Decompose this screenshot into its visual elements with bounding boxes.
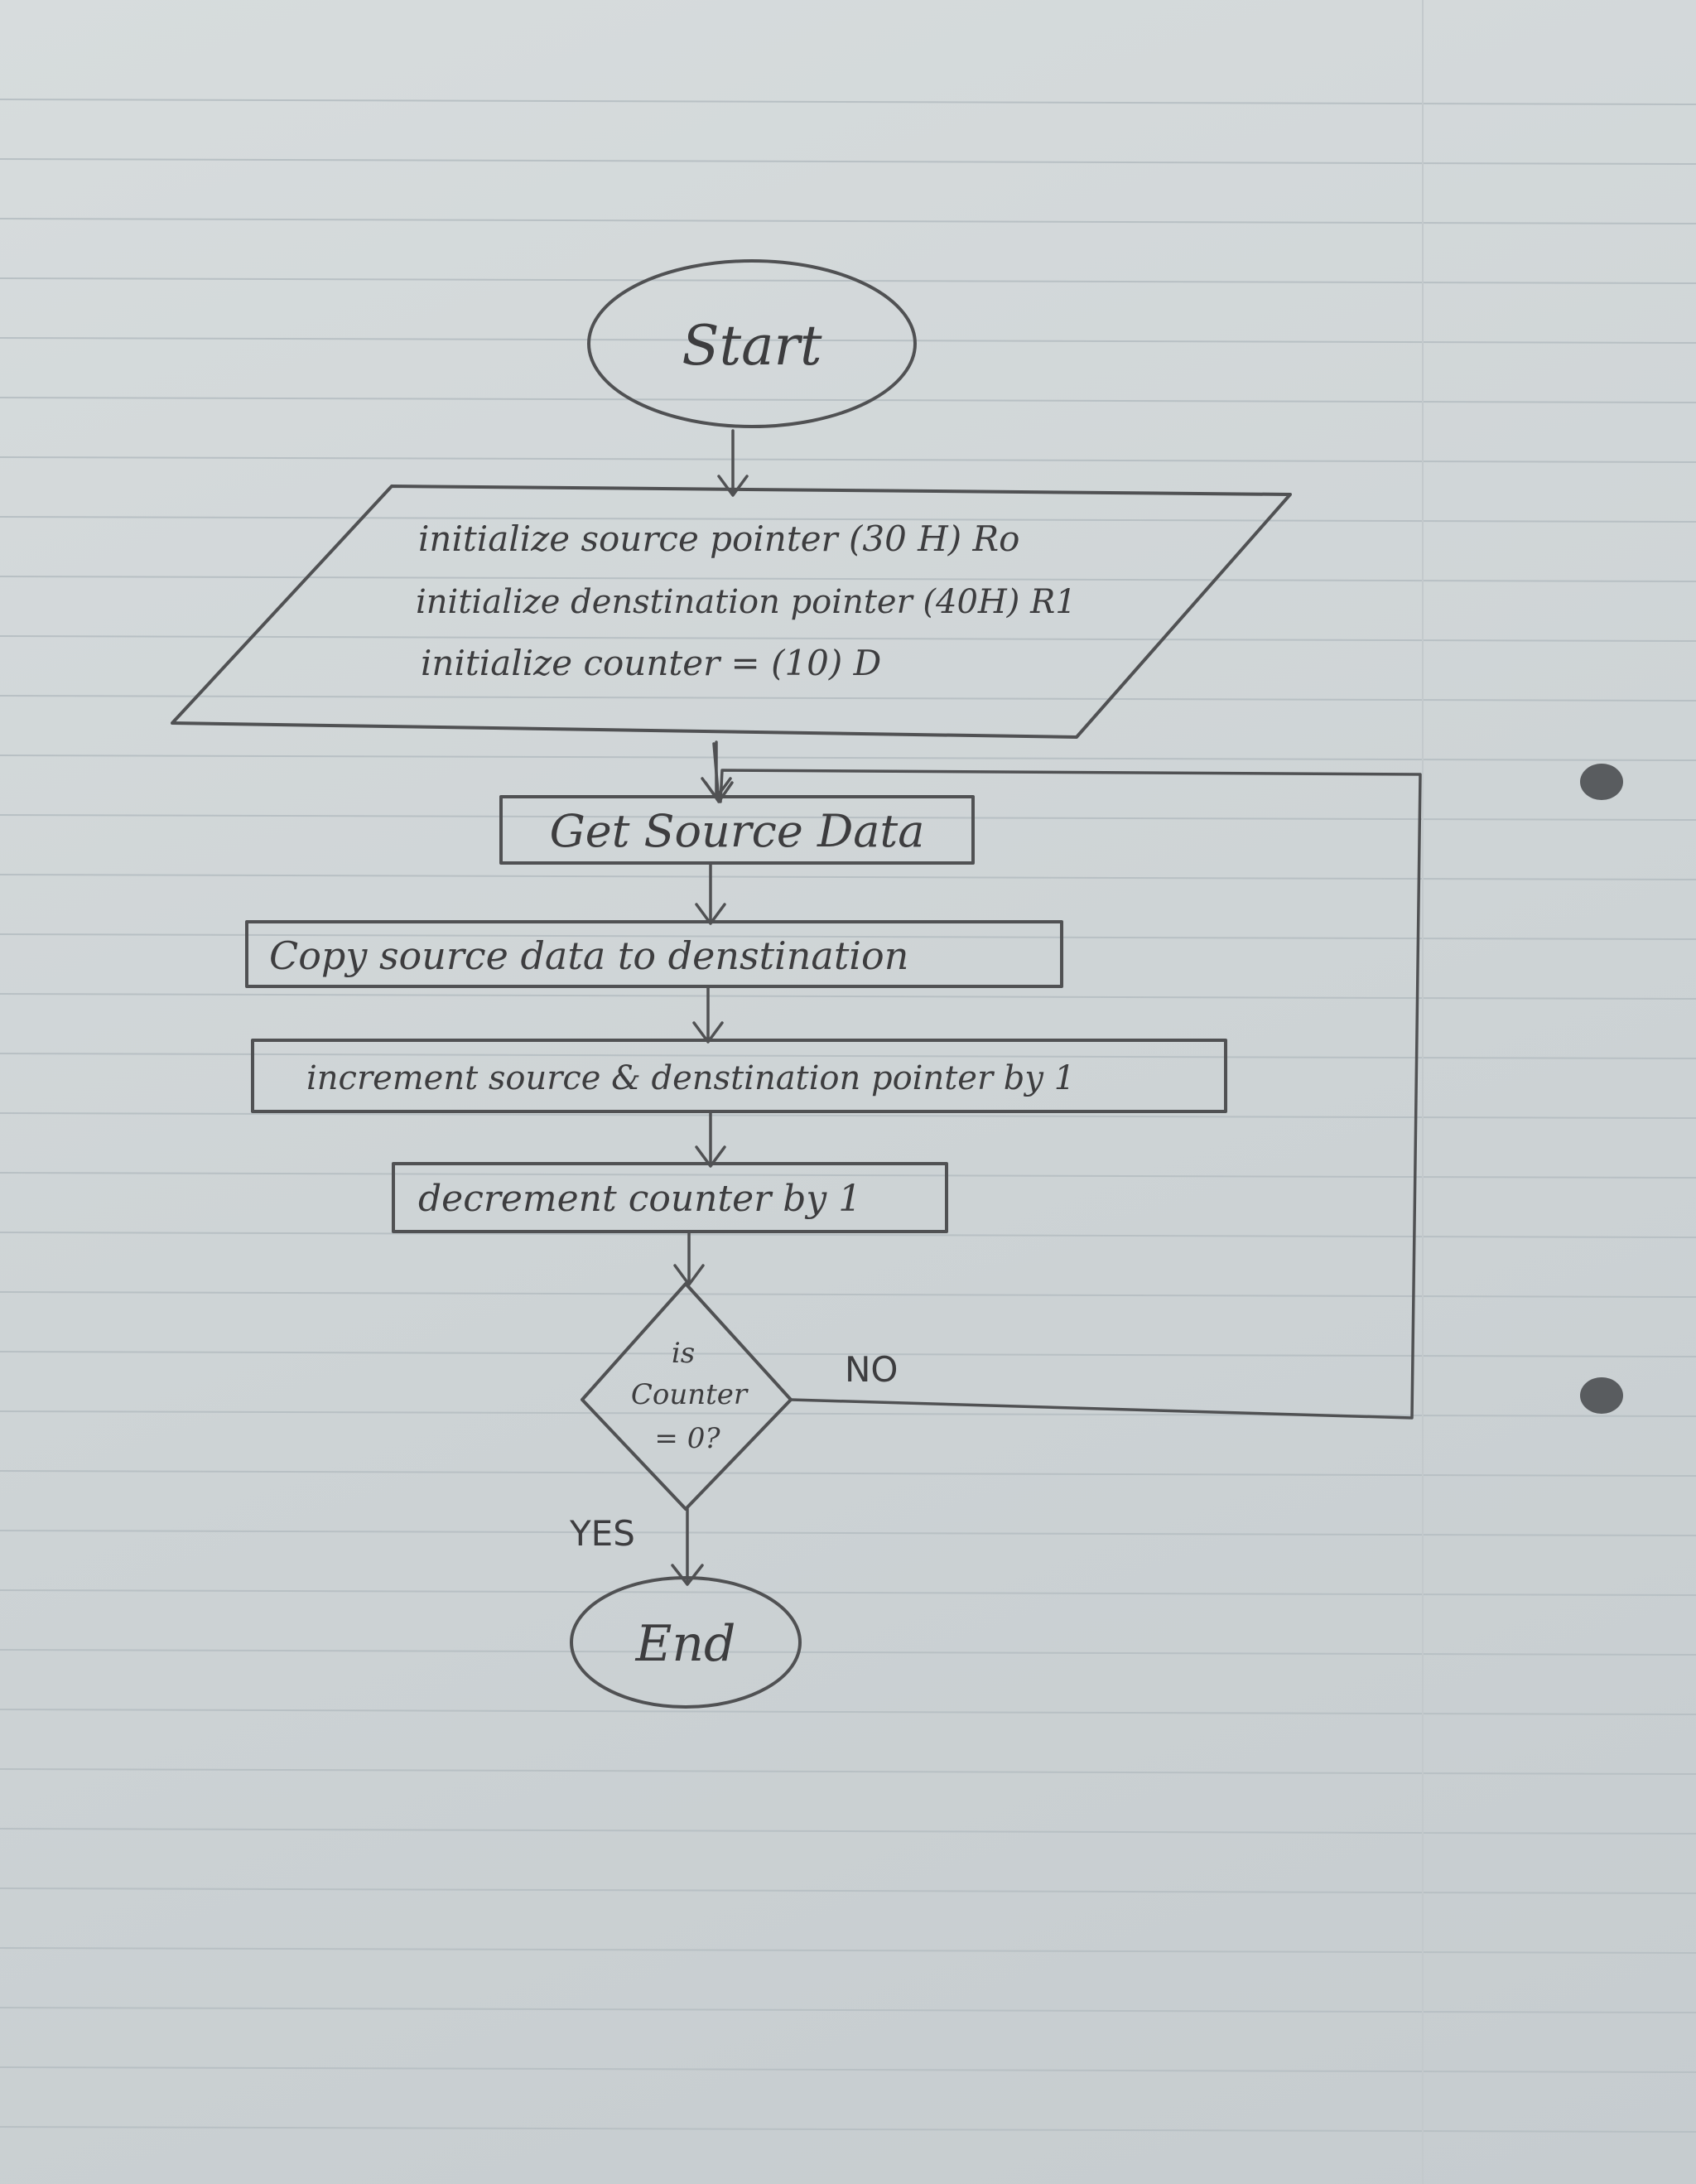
- decrement-label: decrement counter by 1: [418, 1178, 861, 1220]
- arrow-increment-to-decrement: [695, 1110, 726, 1168]
- ruled-line: [0, 2007, 1696, 2013]
- increment-box: [251, 1039, 1227, 1113]
- no-label: NO: [845, 1349, 898, 1390]
- ruled-line: [0, 1649, 1696, 1656]
- init-line-3: initialize counter = (10) D: [421, 643, 881, 683]
- ruled-line: [0, 874, 1696, 880]
- decision-line-1: is: [672, 1337, 695, 1370]
- punch-hole-top: [1580, 764, 1623, 800]
- ruled-line: [0, 1887, 1696, 1894]
- end-label: End: [635, 1615, 736, 1673]
- decision-line-2: Counter: [631, 1378, 749, 1411]
- ruled-line: [0, 218, 1696, 224]
- initialize-io-block: [171, 485, 1292, 739]
- ruled-line: [0, 993, 1696, 1000]
- ruled-line: [0, 1947, 1696, 1954]
- ruled-line: [0, 695, 1696, 701]
- start-label: Start: [682, 314, 822, 378]
- punch-hole-bottom: [1580, 1377, 1623, 1414]
- copy-box: [245, 920, 1063, 988]
- ruled-line: [0, 1709, 1696, 1715]
- ruled-line: [0, 1172, 1696, 1179]
- ruled-line: [0, 2126, 1696, 2133]
- arrow-copy-to-increment: [692, 985, 724, 1044]
- ruled-line: [0, 1470, 1696, 1477]
- arrow-start-to-init: [717, 429, 749, 497]
- ruled-line: [0, 635, 1696, 642]
- ruled-line: [0, 516, 1696, 523]
- ruled-line: [0, 576, 1696, 582]
- ruled-line: [0, 337, 1696, 344]
- copy-label: Copy source data to denstination: [269, 933, 908, 978]
- decision-line-3: = 0?: [654, 1422, 720, 1455]
- loop-no-arrowhead: [704, 742, 734, 803]
- ruled-line: [0, 277, 1696, 284]
- ruled-line: [0, 1112, 1696, 1119]
- decision-diamond: [581, 1282, 793, 1511]
- get-source-box: [499, 795, 975, 865]
- ruled-line: [0, 933, 1696, 940]
- arrow-decrement-to-decision: [673, 1230, 705, 1286]
- decrement-box: [392, 1162, 948, 1233]
- init-line-1: initialize source pointer (30 H) Ro: [418, 518, 1019, 559]
- arrow-decision-to-end: [671, 1507, 704, 1586]
- increment-label: increment source & denstination pointer …: [306, 1059, 1075, 1097]
- init-line-2: initialize denstination pointer (40H) R1: [416, 583, 1077, 621]
- ruled-line: [0, 1053, 1696, 1059]
- ruled-line: [0, 397, 1696, 403]
- ruled-line: [0, 1589, 1696, 1596]
- ruled-line: [0, 814, 1696, 821]
- ruled-lines: [0, 99, 1696, 2133]
- ruled-line: [0, 1291, 1696, 1298]
- ruled-line: [0, 158, 1696, 165]
- start-terminal: [587, 259, 917, 428]
- ruled-line: [0, 1768, 1696, 1775]
- yes-label: YES: [569, 1513, 635, 1554]
- ruled-line: [0, 1410, 1696, 1417]
- end-terminal: [570, 1576, 802, 1709]
- arrow-get-to-copy: [695, 861, 726, 925]
- ruled-line: [0, 1530, 1696, 1536]
- ruled-line: [0, 456, 1696, 463]
- ruled-line: [0, 755, 1696, 761]
- get-source-label: Get Source Data: [550, 805, 925, 857]
- ruled-line: [0, 99, 1696, 105]
- ruled-line: [0, 1828, 1696, 1834]
- loop-no-path: [719, 769, 1422, 1420]
- ruled-line: [0, 2066, 1696, 2073]
